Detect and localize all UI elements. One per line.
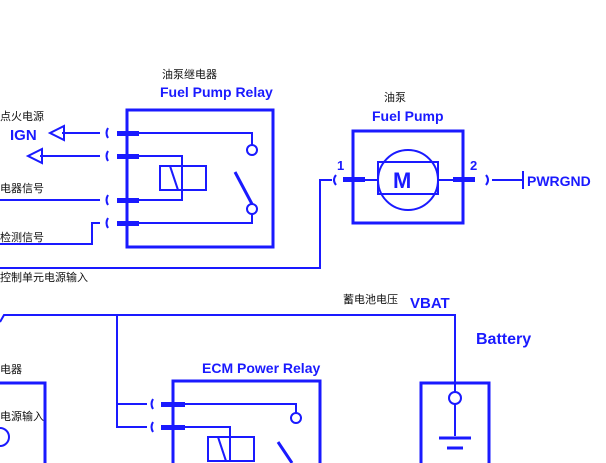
motor-symbol: M [393,168,411,193]
fuel-pump-relay-label-cn: 油泵继电器 [162,67,217,81]
fuel-pump-label-cn: 油泵 [384,90,406,104]
ign-arrow-icon [47,124,65,142]
vbat-bus-wire [0,314,456,392]
relay-pin-1 [117,131,139,136]
detect-signal-label-cn: 检测信号 [0,230,44,244]
detect-signal-wire [0,222,100,245]
lower-left-power-input-label-cn: 电源输入 [0,409,44,423]
ignition-label-cn: 点火电源 [0,109,44,123]
battery-voltage-label-en: VBAT [410,295,450,312]
ecm-feed-wire-2 [116,315,147,428]
fuel-pump-relay-label-en: Fuel Pump Relay [160,84,273,100]
pwrgnd-label: PWRGND [527,173,591,189]
ecm-power-relay-box [171,379,322,463]
relay-pin-3 [117,198,139,203]
pump-pin-2-label: 2 [470,158,477,173]
pump-pin-1 [343,177,365,182]
ecm-pin-2 [161,425,185,430]
fuel-pump-relay-internals [139,132,258,224]
control-unit-power-label-cn: 控制单元电源输入 [0,270,88,284]
pump-motor [365,149,453,211]
ignition-label-en: IGN [10,127,37,144]
ecm-connector-1 [150,398,154,410]
relay-left-connectors [105,127,109,229]
fuel-pump-relay-box [125,108,275,249]
lower-left-relay-label-cn: 电器 [0,363,22,376]
relay-signal-label-cn: 电器信号 [0,182,44,195]
lower-left-box [0,381,47,463]
ecm-power-relay-label: ECM Power Relay [202,360,320,376]
ign-arrow-2-icon [25,147,43,165]
ecm-pin-1 [161,402,185,407]
ecm-connector-2 [150,421,154,433]
battery-label: Battery [476,331,531,348]
fuel-pump-label-en: Fuel Pump [372,108,444,124]
pump-right-connector [485,174,489,186]
pump-feed-wire [0,179,332,269]
ecm-relay-internals [185,403,302,463]
relay-pin-2 [117,154,139,159]
battery-voltage-label-cn: 蓄电池电压 [343,293,398,306]
pump-left-connector [333,174,337,186]
relay-pin-4 [117,221,139,226]
battery-terminal [448,391,462,405]
pump-pin-1-label: 1 [337,158,344,173]
lower-left-terminal [0,427,10,447]
pump-pin-2 [453,177,475,182]
battery-box [419,381,491,463]
